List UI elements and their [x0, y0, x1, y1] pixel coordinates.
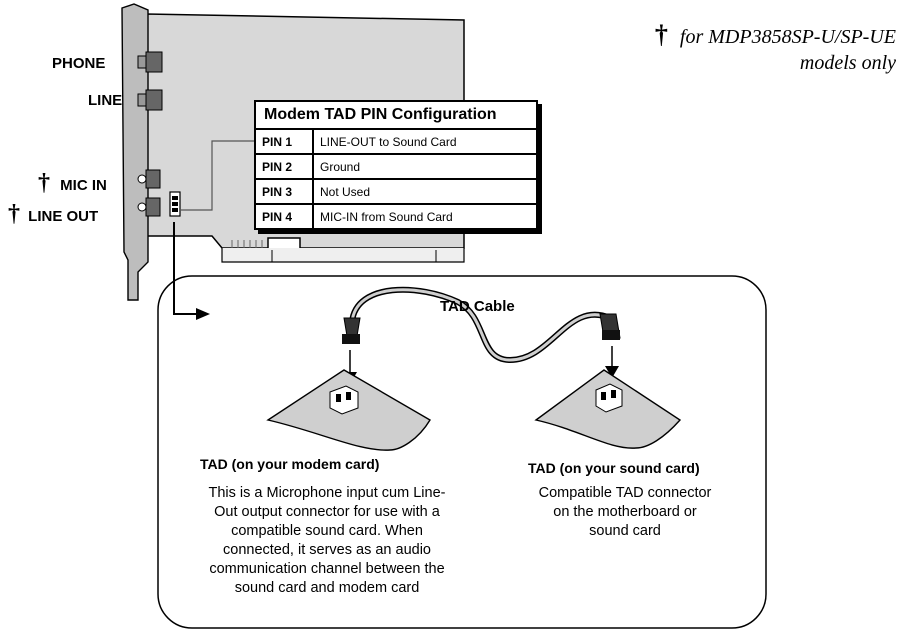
mic-in-jack [137, 169, 161, 189]
pin-description: Ground [312, 153, 538, 180]
desc-line: Compatible TAD connector [538, 485, 712, 501]
line-out-label: LINE OUT [28, 208, 99, 225]
sound-tad-title: TAD (on your sound card) [528, 460, 700, 476]
line-out-jack [137, 197, 161, 217]
pin-number: PIN 1 [254, 128, 314, 155]
table-row: PIN 3 Not Used [254, 178, 538, 205]
detail-box [157, 275, 767, 629]
modem-tad-header [329, 385, 359, 415]
pin-description: Not Used [312, 178, 538, 205]
line-out-label-row: † LINE OUT [8, 201, 98, 228]
dagger-mark: † [654, 20, 668, 49]
modem-tad-description: This is a Microphone input cum Line- Out… [170, 484, 484, 598]
phone-jack [137, 51, 163, 73]
pin-table-title: Modem TAD PIN Configuration [254, 100, 538, 130]
edge-connector-bottom [221, 248, 465, 263]
pin-number: PIN 4 [254, 203, 314, 230]
sound-tad-description: Compatible TAD connector on the motherbo… [518, 484, 732, 541]
table-row: PIN 2 Ground [254, 153, 538, 180]
desc-line: Out output connector for use with a [214, 504, 440, 520]
desc-line: on the motherboard or [553, 504, 697, 520]
cable-plug-right [599, 313, 621, 378]
pin-description: LINE-OUT to Sound Card [312, 128, 538, 155]
mic-in-label: MIC IN [60, 177, 107, 194]
pin-number: PIN 2 [254, 153, 314, 180]
desc-line: connected, it serves as an audio [223, 542, 431, 558]
pin1-leader [180, 140, 254, 211]
detail-arrow [173, 222, 200, 315]
pin-number: PIN 3 [254, 178, 314, 205]
pin-config-table: Modem TAD PIN Configuration PIN 1 LINE-O… [254, 100, 538, 230]
dagger-mark: † [38, 170, 50, 196]
tad-cable-label: TAD Cable [440, 298, 515, 315]
line-label: LINE [88, 92, 123, 109]
sound-tad-header [595, 383, 623, 413]
dagger-mark: † [8, 201, 20, 227]
desc-line: sound card [589, 523, 661, 539]
desc-line: compatible sound card. When [231, 523, 423, 539]
bracket [121, 3, 149, 301]
modem-tad-title: TAD (on your modem card) [200, 456, 380, 472]
table-row: PIN 4 MIC-IN from Sound Card [254, 203, 538, 230]
desc-line: This is a Microphone input cum Line- [208, 485, 446, 501]
mic-in-label-row: † MIC IN [38, 170, 107, 197]
tad-connector-onboard [169, 191, 181, 217]
model-note: † for MDP3858SP-U/SP-UE models only [655, 22, 896, 76]
phone-label: PHONE [52, 55, 106, 72]
pin-description: MIC-IN from Sound Card [312, 203, 538, 230]
desc-line: communication channel between the [209, 561, 445, 577]
desc-line: sound card and modem card [234, 580, 420, 596]
table-row: PIN 1 LINE-OUT to Sound Card [254, 128, 538, 155]
line-jack [137, 89, 163, 111]
model-note-line1: for MDP3858SP-U/SP-UE [679, 26, 896, 48]
model-note-line2: models only [799, 52, 896, 74]
